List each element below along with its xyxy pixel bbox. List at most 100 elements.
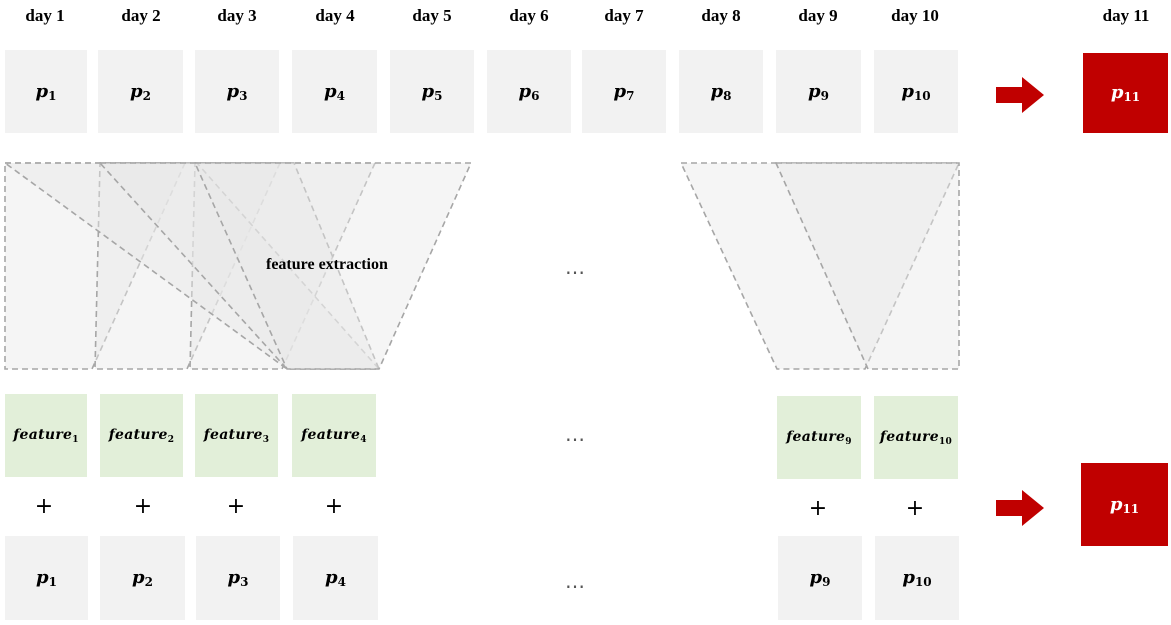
price-index: 3: [239, 88, 248, 103]
bottom-price-box-10: p10: [875, 536, 959, 620]
bottom-price-box-3: p3: [196, 536, 280, 620]
feature-symbol: feature: [301, 426, 361, 443]
price-index: 1: [48, 575, 57, 589]
price-box-day-4: p4: [292, 50, 377, 133]
price-index: 1: [48, 88, 57, 103]
feature-index: 1: [72, 434, 79, 445]
ellipsis-features: …: [565, 422, 586, 446]
price-symbol: p: [130, 80, 143, 102]
feature-symbol: feature: [879, 428, 939, 445]
price-symbol: p: [808, 80, 821, 102]
price-index: 2: [142, 88, 151, 103]
price-index: 4: [336, 88, 345, 103]
day-header-3: day 3: [217, 6, 257, 25]
bottom-price-box-1: p1: [5, 536, 88, 620]
price-index: 3: [240, 575, 249, 589]
price-box-day-6: p6: [487, 50, 571, 133]
feature-box-2: feature2: [100, 394, 183, 477]
price-box-day-3: p3: [195, 50, 279, 133]
bottom-price-box-4: p4: [293, 536, 378, 620]
price-symbol: p: [421, 80, 435, 102]
price-box-day-2: p2: [98, 50, 183, 133]
feature-index: 4: [360, 434, 367, 445]
day-header-7: day 7: [604, 6, 644, 25]
day-header-8: day 8: [701, 6, 741, 25]
ellipsis-funnels: …: [565, 255, 586, 279]
feature-box-4: feature4: [292, 394, 376, 477]
price-index: 10: [914, 575, 932, 589]
price-box-day-7: p7: [582, 50, 666, 133]
price-box-day-5: p5: [390, 50, 474, 133]
price-index: 6: [531, 88, 540, 103]
price-symbol: p: [324, 80, 337, 102]
price-index: 11: [1123, 90, 1141, 104]
target-price-box-bottom: p11: [1081, 463, 1168, 546]
price-symbol: p: [132, 567, 145, 588]
plus-sign-10: +: [905, 496, 925, 521]
day-header-1: day 1: [25, 6, 65, 25]
price-symbol: p: [1109, 493, 1123, 515]
feature-index: 2: [167, 434, 175, 445]
ellipsis-bottom: …: [565, 569, 586, 593]
price-symbol: p: [613, 80, 627, 102]
price-box-day-10: p10: [874, 50, 958, 133]
price-box-day-9: p9: [776, 50, 861, 133]
bottom-price-box-9: p9: [778, 536, 862, 620]
day-header-6: day 6: [509, 6, 549, 25]
price-index: 4: [337, 575, 346, 589]
feature-index: 10: [938, 436, 953, 447]
price-symbol: p: [1110, 82, 1124, 103]
feature-box-1: feature1: [5, 394, 87, 477]
price-symbol: p: [901, 80, 914, 102]
day-header-2: day 2: [121, 6, 161, 25]
plus-sign-3: +: [226, 494, 246, 519]
price-index: 8: [723, 88, 732, 103]
feature-symbol: feature: [13, 426, 73, 443]
price-symbol: p: [36, 567, 49, 588]
price-box-day-8: p8: [679, 50, 763, 133]
plus-sign-4: +: [324, 494, 344, 519]
funnel-5: [98, 162, 381, 370]
plus-sign-9: +: [808, 496, 828, 521]
feature-box-10: feature10: [874, 396, 958, 479]
price-box-day-1: p1: [5, 50, 87, 133]
plus-sign-1: +: [34, 494, 54, 519]
target-price-box-top: p11: [1083, 53, 1168, 133]
funnel-6: [193, 162, 473, 370]
price-symbol: p: [518, 80, 532, 102]
feature-symbol: feature: [203, 426, 263, 443]
day-header-11: day 11: [1102, 6, 1150, 25]
price-symbol: p: [226, 80, 240, 102]
feature-symbol: feature: [108, 426, 168, 443]
price-symbol: p: [35, 80, 49, 102]
right-arrow-icon: [996, 490, 1044, 526]
feature-box-3: feature3: [195, 394, 278, 477]
feature-box-9: feature9: [777, 396, 861, 479]
day-header-4: day 4: [315, 6, 355, 25]
price-index: 2: [144, 575, 153, 589]
price-index: 9: [820, 88, 829, 103]
plus-sign-2: +: [133, 494, 153, 519]
feature-index: 9: [845, 436, 852, 447]
right-arrow-icon: [996, 77, 1044, 113]
price-symbol: p: [902, 567, 915, 588]
price-symbol: p: [710, 80, 724, 102]
price-symbol: p: [809, 567, 823, 588]
price-index: 10: [913, 88, 931, 103]
feature-extraction-label: feature extraction: [266, 256, 388, 273]
price-symbol: p: [227, 567, 241, 588]
price-index: 9: [822, 575, 831, 589]
price-index: 5: [434, 88, 443, 103]
price-index: 11: [1122, 501, 1140, 516]
price-index: 7: [626, 88, 635, 103]
funnel-4: [2, 162, 381, 370]
feature-symbol: feature: [786, 428, 846, 445]
feature-index: 3: [262, 434, 270, 445]
funnel-10: [774, 162, 960, 370]
day-header-10: day 10: [891, 6, 939, 25]
day-header-5: day 5: [412, 6, 452, 25]
bottom-price-box-2: p2: [100, 536, 185, 620]
day-header-9: day 9: [798, 6, 838, 25]
price-symbol: p: [325, 567, 338, 588]
